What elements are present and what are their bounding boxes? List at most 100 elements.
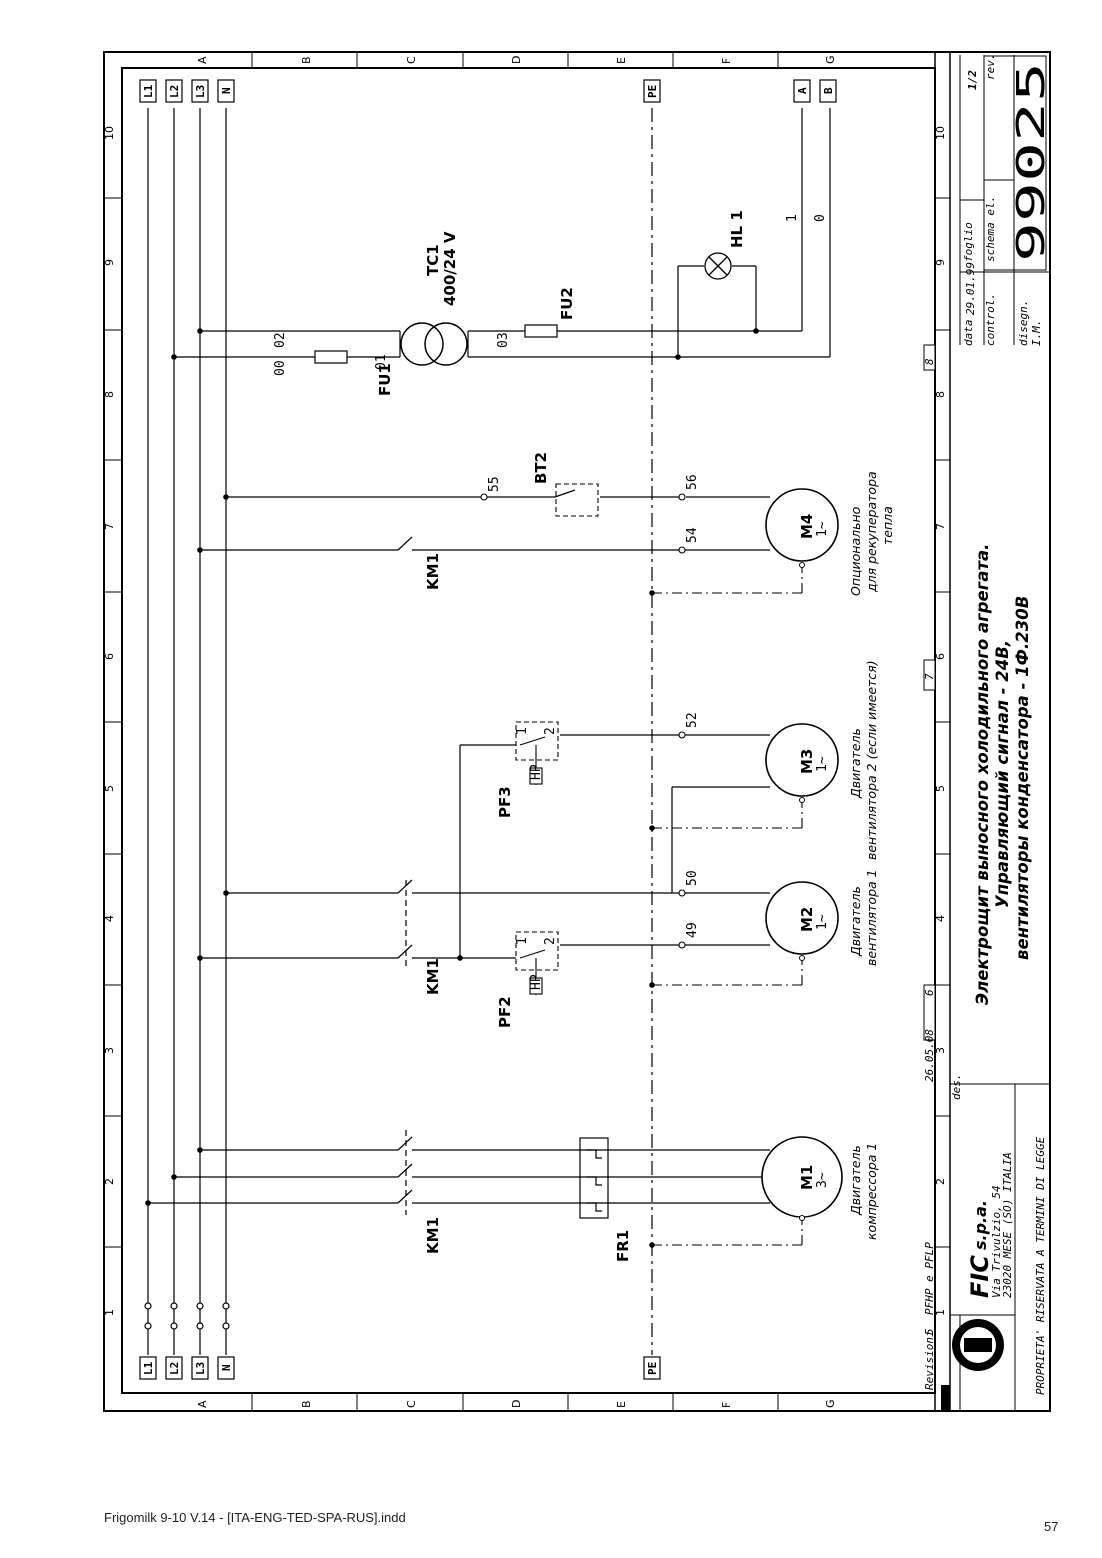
motor-m4-label: M4: [798, 514, 816, 539]
bus-label-n: N: [220, 87, 233, 94]
control-label: control.: [984, 293, 997, 346]
wire-number: 00: [273, 360, 288, 376]
grid-letter: E: [615, 1401, 628, 1408]
motor-m2-caption: Двигатель: [848, 886, 863, 957]
company-name: FIC: [966, 1255, 994, 1298]
hl1-lamp-icon: [704, 252, 732, 280]
motor-m1-phase: 3~: [815, 1172, 830, 1188]
schema-label: schema el.: [984, 196, 997, 262]
motor-m3-label: M3: [798, 749, 816, 774]
tc1-label: TC1: [424, 244, 442, 276]
schematic-title: Электрощит выносного холодильного агрега…: [973, 544, 992, 1005]
motor-m4-phase: 1~: [815, 521, 830, 537]
pf2-label: PF2: [496, 996, 514, 1028]
revision-box: 7: [923, 673, 936, 680]
wire-number: 56: [685, 474, 700, 490]
wire-number: 1: [785, 214, 800, 222]
tc1-transformer: [400, 322, 468, 366]
bt2-thermostat: [555, 483, 599, 517]
grid-number: 7: [934, 523, 947, 530]
sheet-label: foglio: [962, 222, 975, 262]
motor-m1-label: M1: [798, 1165, 816, 1190]
grid-letter: D: [510, 56, 523, 64]
grid-letter: A: [196, 1400, 209, 1408]
revision-box: 6: [923, 989, 936, 996]
rev-label: rev.: [984, 54, 997, 81]
bus-label-l2: L2: [168, 1362, 181, 1375]
bus-label-n: N: [220, 1364, 233, 1371]
grid-number: 9: [103, 259, 116, 266]
bus-label-l1: L1: [142, 1361, 155, 1375]
motor-m1-caption: компрессора 1: [864, 1143, 879, 1240]
grid-letter: C: [405, 1400, 418, 1408]
hp-label: HP: [529, 974, 544, 990]
grid-number: 7: [103, 523, 116, 530]
grid-number: 3: [934, 1047, 947, 1054]
company-address: 23020 MESE (SO) ITALIA: [1001, 1152, 1014, 1298]
fu2-fuse: [524, 324, 558, 338]
km1-label: KM1: [424, 553, 442, 590]
grid-letter: F: [720, 1402, 733, 1408]
grid-number: 6: [934, 653, 947, 660]
grid-number: 10: [934, 126, 947, 140]
grid-letter: B: [300, 1400, 313, 1408]
grid-number: 4: [103, 915, 116, 922]
grid-letter: G: [824, 55, 837, 64]
schematic-subtitle: вентиляторы конденсатора - 1Ф.230В: [1013, 596, 1032, 960]
bus-tags: L1 L2 L3 N PE A B L1 L2 L3 N PE: [139, 79, 837, 1380]
motor-m4-caption: Опционально: [848, 506, 863, 596]
title-block: [923, 52, 1050, 1411]
disegn-label: disegn.: [1017, 300, 1030, 346]
bus-label-l3: L3: [194, 1362, 207, 1375]
motor-m3-caption: Двигатель: [848, 728, 863, 799]
revision-date: 26.05.08: [923, 1029, 936, 1082]
bus-label-pe: PE: [646, 85, 659, 98]
earth-branches: [652, 565, 803, 1246]
grid-letter: D: [510, 1400, 523, 1408]
grid-number: 8: [103, 391, 116, 398]
grid-number: 2: [934, 1178, 947, 1185]
grid-number: 9: [934, 259, 947, 266]
bus-label-l1: L1: [142, 84, 155, 98]
company-address: Via Trivulzio, 54: [990, 1185, 1003, 1298]
wire-terminals: [480, 493, 686, 949]
motor-m2-label: M2: [798, 907, 816, 932]
pin-label: 1: [515, 727, 530, 735]
motor-m2-caption: вентилятора 1: [864, 869, 879, 966]
pf3-pressure-switch: [515, 721, 559, 785]
property-notice: PROPRIETA' RISERVATA A TERMINI DI LEGGE: [1034, 1136, 1047, 1395]
schematic-subtitle: Управляющий сигнал - 24В,: [993, 640, 1012, 908]
date-label: data: [962, 320, 975, 347]
grid-letter: B: [300, 56, 313, 64]
footer-page-number: 57: [1044, 1519, 1059, 1534]
drawing-date: 29.01.99: [964, 262, 977, 315]
motor-m4-caption: для рекуператора: [864, 471, 879, 593]
revision-number: 5: [923, 1328, 936, 1335]
pf2-pressure-switch: [515, 931, 559, 995]
grid-number: 1: [934, 1309, 947, 1316]
pf3-label: PF3: [496, 786, 514, 818]
grid-number: 8: [934, 391, 947, 398]
motor-m2-phase: 1~: [815, 914, 830, 930]
grid-number: 10: [103, 126, 116, 140]
tc1-rating: 400/24 V: [441, 231, 459, 306]
grid-number: 1: [103, 1309, 116, 1316]
fu1-label: FU1: [376, 363, 394, 396]
wire-number: 50: [685, 870, 700, 886]
disegn-value: I.M.: [1030, 320, 1043, 347]
hl1-label: HL 1: [728, 210, 746, 248]
motor-m4-caption: тепла: [880, 506, 895, 545]
motor-earth-terminals: [799, 562, 805, 1221]
wire-number: 01: [374, 354, 389, 370]
grid-number: 5: [934, 785, 947, 792]
grid-number: 2: [103, 1178, 116, 1185]
grid-letter: C: [405, 56, 418, 64]
wire-number: 03: [496, 332, 511, 348]
terminal-label-b: B: [822, 87, 835, 94]
grid-number: 3: [103, 1047, 116, 1054]
fu2-label: FU2: [558, 287, 576, 320]
pin-label: 1: [515, 937, 530, 945]
bus-label-l2: L2: [168, 85, 181, 98]
revision-box: 8: [923, 358, 936, 365]
